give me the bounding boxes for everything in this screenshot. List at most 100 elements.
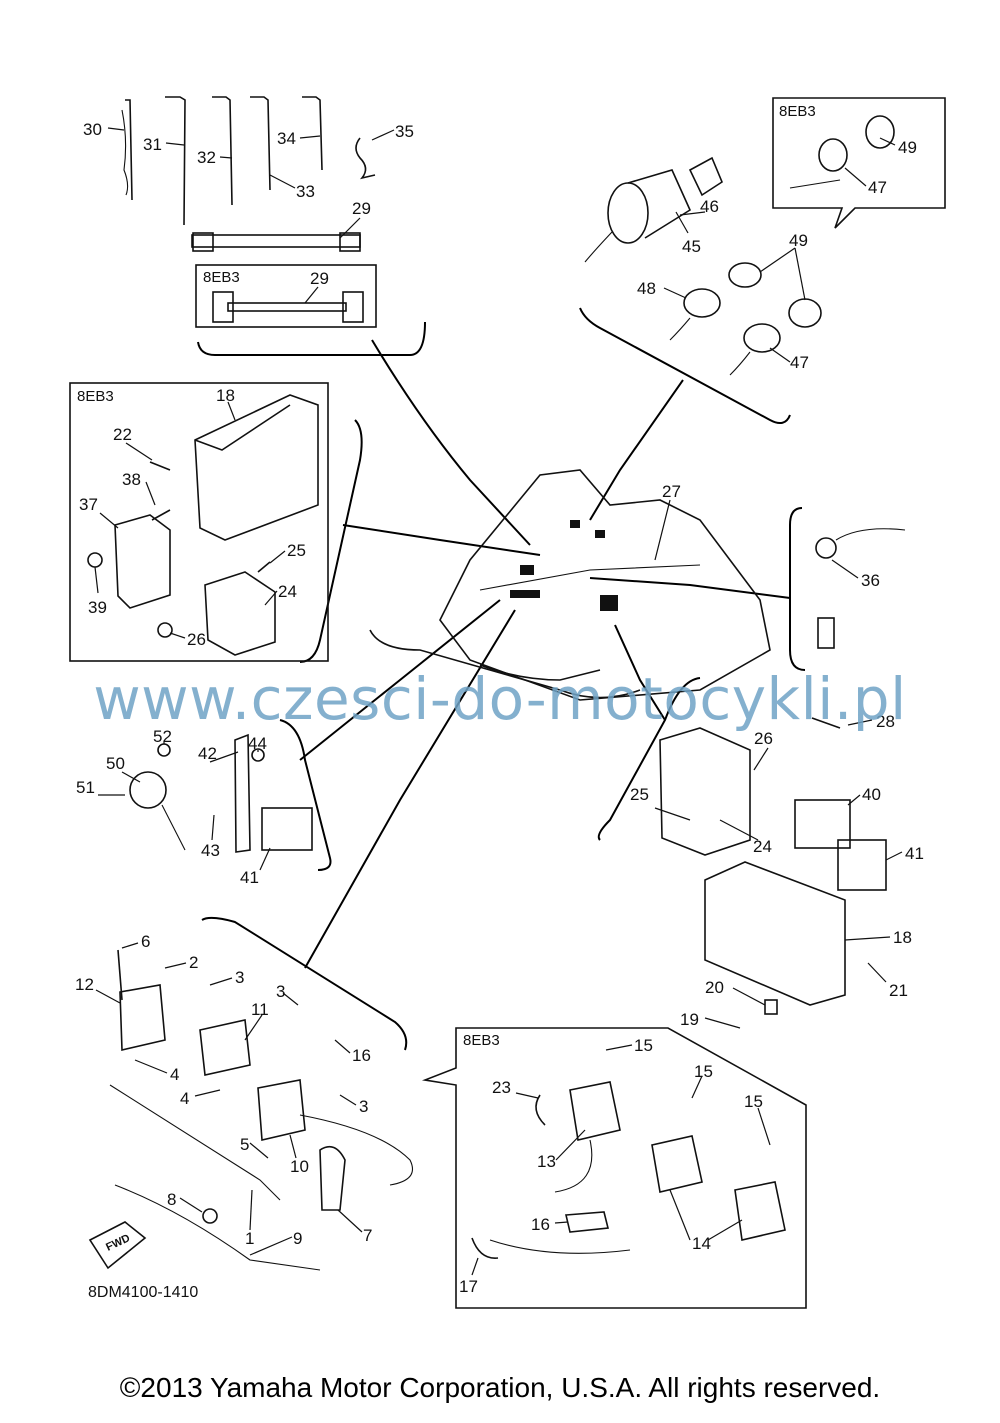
part-10-coil xyxy=(257,1079,306,1141)
callout-38: 38 xyxy=(122,470,141,489)
callout-17: 17 xyxy=(459,1277,478,1296)
callout-45: 45 xyxy=(682,237,701,256)
model-box-knob xyxy=(772,97,946,229)
part-7-wire xyxy=(299,1114,414,1186)
part-45-wire xyxy=(584,231,613,263)
model-box-label: 8EB3 xyxy=(463,1032,500,1049)
callout-29: 29 xyxy=(352,199,371,218)
part-42-bracket xyxy=(234,733,251,853)
callout-44: 44 xyxy=(248,734,267,753)
bracket-indicator xyxy=(789,507,806,671)
snowmobile-component xyxy=(595,530,605,538)
callout-2: 2 xyxy=(189,953,198,972)
callout-25-8eb3: 25 xyxy=(287,541,306,560)
callout-47-8eb3: 47 xyxy=(868,178,887,197)
part-14-coil-2 xyxy=(734,1181,786,1241)
diagram-code: 8DM4100-1410 xyxy=(88,1284,199,1301)
part-16-clamp xyxy=(565,1211,609,1233)
callout-3-c: 3 xyxy=(359,1097,368,1116)
callout-1: 1 xyxy=(245,1229,254,1248)
part-35-clip xyxy=(355,137,376,180)
part-47-switch-8eb3 xyxy=(818,138,848,172)
cdi-parts xyxy=(87,394,319,656)
part-29-end-left-8eb3 xyxy=(212,291,234,323)
switch-parts xyxy=(584,115,895,376)
part-36-lamp-socket xyxy=(817,617,835,649)
callout-37: 37 xyxy=(79,495,98,514)
snowmobile-component xyxy=(570,520,580,528)
part-17-plug-cap xyxy=(471,1237,499,1259)
callout-48: 48 xyxy=(637,279,656,298)
callout-24-8eb3: 24 xyxy=(278,582,297,601)
model-box-label: 8EB3 xyxy=(779,103,816,120)
leader-regulator xyxy=(614,624,666,721)
callout-49-8eb3: 49 xyxy=(898,138,917,157)
part-30-tie-chain xyxy=(125,99,133,201)
callout-24: 24 xyxy=(753,837,772,856)
callout-10: 10 xyxy=(290,1157,309,1176)
callout-8: 8 xyxy=(167,1190,176,1209)
part-31-tie xyxy=(165,96,186,226)
part-45-switch-barrel xyxy=(627,169,692,239)
part-18-cdi-unit xyxy=(704,861,846,1006)
part-41-relay xyxy=(261,807,313,851)
snowmobile-component xyxy=(510,590,540,598)
bracket-cdi-left xyxy=(299,419,363,663)
callout-11: 11 xyxy=(251,1000,269,1019)
callout-39: 39 xyxy=(88,598,107,617)
callout-49: 49 xyxy=(789,231,808,250)
callout-14: 14 xyxy=(692,1234,711,1253)
part-29-harness xyxy=(191,234,361,248)
snowmobile-body xyxy=(439,469,771,701)
part-22-bolt xyxy=(149,461,171,471)
callout-12: 12 xyxy=(75,975,94,994)
model-box-cdi xyxy=(69,382,329,662)
part-8-grommet xyxy=(202,1208,218,1224)
snowmobile-ski-2 xyxy=(479,664,601,681)
snowmobile xyxy=(369,469,771,701)
callout-31: 31 xyxy=(143,135,162,154)
part-36-lamp-head xyxy=(815,537,837,559)
callout-18-8eb3: 18 xyxy=(216,386,235,405)
part-24-regulator xyxy=(204,571,276,656)
callout-4-b: 4 xyxy=(180,1089,189,1108)
part-18-cdi-unit xyxy=(194,394,319,541)
part-29-end-right-8eb3 xyxy=(342,291,364,323)
leader-indicator xyxy=(589,577,791,599)
part-30-chain xyxy=(121,109,129,196)
callout-23: 23 xyxy=(492,1078,511,1097)
callout-33: 33 xyxy=(296,182,315,201)
part-32-tie xyxy=(212,96,233,206)
callout-51: 51 xyxy=(76,778,95,797)
callout-40: 40 xyxy=(862,785,881,804)
fwd-arrow xyxy=(88,1221,147,1270)
part-49-knob-upper xyxy=(728,262,762,288)
callout-6: 6 xyxy=(141,932,150,951)
model-box-strap xyxy=(195,264,377,328)
part-46-key xyxy=(688,156,723,197)
part-29-end-right xyxy=(339,232,361,252)
copyright-notice: ©2013 Yamaha Motor Corporation, U.S.A. A… xyxy=(119,1372,881,1403)
snowmobile-ski xyxy=(369,629,641,699)
part-9-harness xyxy=(114,1184,321,1271)
part-1-bracket xyxy=(109,1084,281,1201)
part-49-knob-8eb3 xyxy=(865,115,895,149)
watermark-url: www.czesci-do-motocykli.pl xyxy=(93,665,907,733)
callout-46: 46 xyxy=(700,197,719,216)
part-6-ground xyxy=(117,949,123,1001)
part-45-switch-body xyxy=(607,182,649,244)
ignition-parts: FWD xyxy=(88,949,414,1271)
leader-lines xyxy=(94,127,903,1276)
part-26-nut xyxy=(157,622,173,638)
callout-15-b: 15 xyxy=(694,1062,713,1081)
callout-13: 13 xyxy=(537,1152,556,1171)
snowmobile-component xyxy=(600,595,618,611)
part-12-coil xyxy=(119,984,166,1051)
callout-numbers: 30 31 32 33 34 35 29 29 46 45 49 47 49 4… xyxy=(75,120,924,1296)
part-7-plug-cap xyxy=(319,1145,346,1211)
bracket-regulator xyxy=(597,677,701,841)
callout-15-a: 15 xyxy=(634,1036,653,1055)
callout-20: 20 xyxy=(705,978,724,997)
callout-41: 41 xyxy=(240,868,259,887)
callout-41-right: 41 xyxy=(905,844,924,863)
